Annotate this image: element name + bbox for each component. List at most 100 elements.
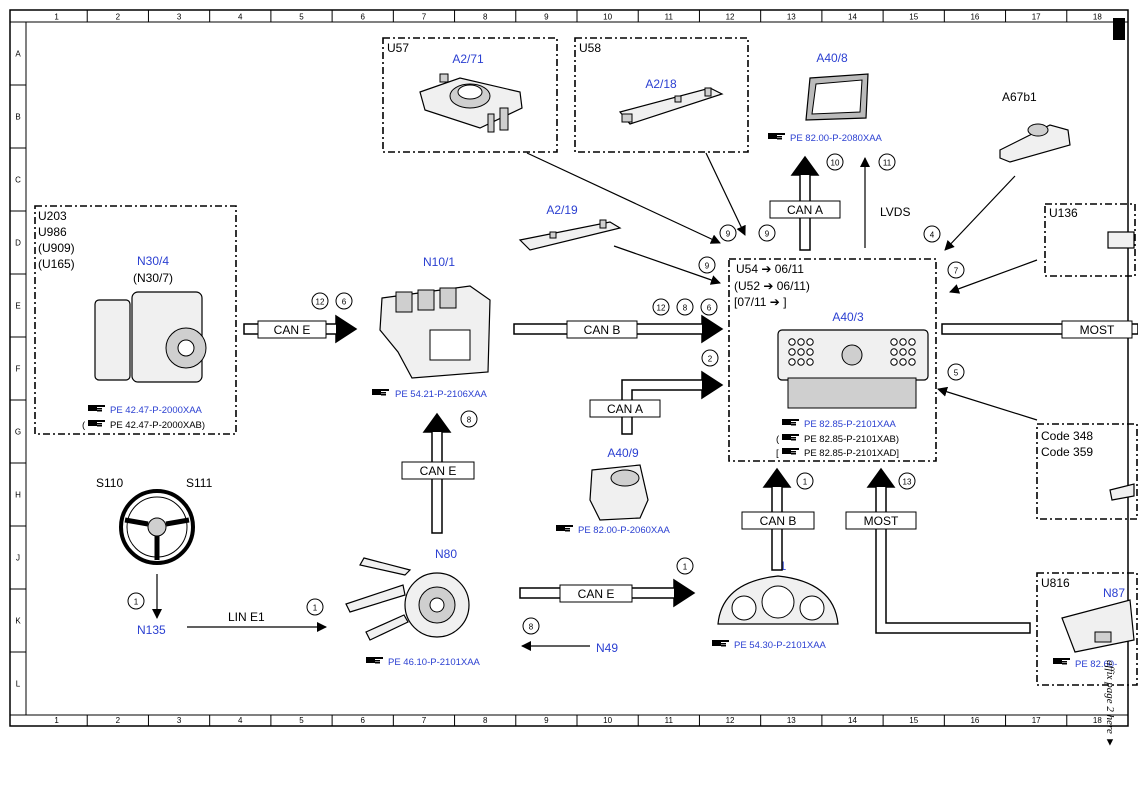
can-e-label-vertical: CAN E [420,464,457,478]
marker-7: 7 [947,261,965,279]
column-label: 7 [422,716,427,725]
radio-key [797,358,805,366]
radio-key [797,348,805,356]
column-label: 18 [1093,716,1102,725]
a40-3-component: A40/3 PE 82.85-P-2101XAA ( PE 82.85-P-21… [776,310,929,459]
group-label-u816: U816 [1041,576,1070,590]
column-label: 9 [544,13,549,22]
n87-label: N87 [1103,586,1125,600]
svg-text:13: 13 [903,478,912,487]
radio-key [806,348,814,356]
svg-text:12: 12 [316,298,325,307]
column-label: 3 [177,13,182,22]
s111-label: S111 [186,476,213,490]
svg-text:12: 12 [657,304,666,313]
can-b-label-bottom: CAN B [760,514,797,528]
radio-key [797,338,805,346]
radio-key [806,338,814,346]
marker-4: 4 [923,225,941,243]
reference-hand-icon [1053,658,1070,665]
svg-text:4: 4 [930,231,935,240]
n30-7-label: (N30/7) [133,271,173,285]
n80-component: N80 PE 46.10-P-2101XAA [345,547,481,668]
marker-2: 2 [701,349,719,367]
column-label: 9 [544,716,549,725]
a40-9-reference: PE 82.00-P-2060XAA [578,525,671,536]
column-label: 16 [970,716,979,725]
reference-hand-icon [712,640,729,647]
column-label: 17 [1032,716,1041,725]
column-label: 3 [177,716,182,725]
can-a-label-top: CAN A [787,203,823,217]
column-label: 2 [116,13,121,22]
marker-12: 11 [878,153,896,171]
n30-4-label: N30/4 [137,254,169,268]
a2-19-component: A2/19 [518,203,622,251]
a67b1-label: A67b1 [1002,90,1037,104]
group-u58: U58 [574,37,749,153]
marker-6: 6 [335,292,353,310]
svg-text:8: 8 [683,304,688,313]
n30-4-reference-b: PE 42.47-P-2000XAB) [110,420,205,431]
radio-key [788,338,796,346]
column-label: 12 [726,716,735,725]
a2-18-component: A2/18 [618,77,724,125]
column-label: 5 [299,13,304,22]
circle-markers: 12 6 12 8 6 2 9 9 9 10 11 4 7 5 8 1 13 1… [127,153,965,635]
svg-text:8: 8 [529,623,534,632]
row-label: F [16,365,21,374]
radio-key [908,348,916,356]
n30-4-component: N30/4 (N30/7) PE 42.47-P-2000XAA ( PE 42… [82,254,207,431]
group-u816: U816 [1036,572,1138,686]
a2-71-label: A2/71 [452,52,484,66]
row-label: L [16,680,21,689]
column-label: 11 [665,716,674,725]
radio-key [899,358,907,366]
a2-19-label: A2/19 [546,203,578,217]
group-code: Code 348 Code 359 [1036,423,1138,520]
reference-hand-icon [768,133,785,140]
svg-text:9: 9 [726,230,731,239]
svg-text:8: 8 [467,416,472,425]
row-label: E [15,302,20,311]
row-label: G [15,428,21,437]
reference-hand-icon [782,448,799,455]
n49-label: N49 [596,641,618,655]
n80-label: N80 [435,547,457,561]
radio-key [908,338,916,346]
a40-3-reference-c: PE 82.85-P-2101XAD] [804,448,899,459]
svg-text:9: 9 [765,230,770,239]
column-label: 6 [360,716,365,725]
column-label: 4 [238,716,243,725]
reference-hand-icon [88,405,105,412]
a1-reference: PE 54.30-P-2101XAA [734,640,827,651]
lvds-label: LVDS [880,205,910,219]
column-label: 1 [54,716,59,725]
steering-wheel-component: S110 S111 [96,476,213,565]
svg-text:11: 11 [883,159,892,168]
reference-hand-icon [372,389,389,396]
lin-e1-label: LIN E1 [228,610,265,624]
group-label-u203: U203 [38,209,67,223]
radio-key [908,358,916,366]
column-label: 11 [665,13,674,22]
u54-line-2: (U52 ➔ 06/11) [734,279,810,293]
column-label: 16 [970,13,979,22]
column-label: 14 [848,716,857,725]
radio-key [788,358,796,366]
can-a-label-bottom: CAN A [607,402,643,416]
u54-line-1: U54 ➔ 06/11 [736,262,804,276]
svg-text:9: 9 [705,262,710,271]
n10-1-component: N10/1 PE 54.21-P-2106XAA [372,255,491,400]
marker-8: 8 [522,617,540,635]
svg-text:1: 1 [134,598,139,607]
column-label: 14 [848,13,857,22]
group-label-u57: U57 [387,41,409,55]
can-e-label-bottom: CAN E [578,587,615,601]
radio-key [899,348,907,356]
a40-8-label: A40/8 [816,51,848,65]
a2-71-component: A2/71 [419,52,523,133]
u54-note: U54 ➔ 06/11 (U52 ➔ 06/11) [07/11 ➔ ] [734,262,810,309]
a40-3-reference-b: PE 82.85-P-2101XAB) [804,434,899,445]
